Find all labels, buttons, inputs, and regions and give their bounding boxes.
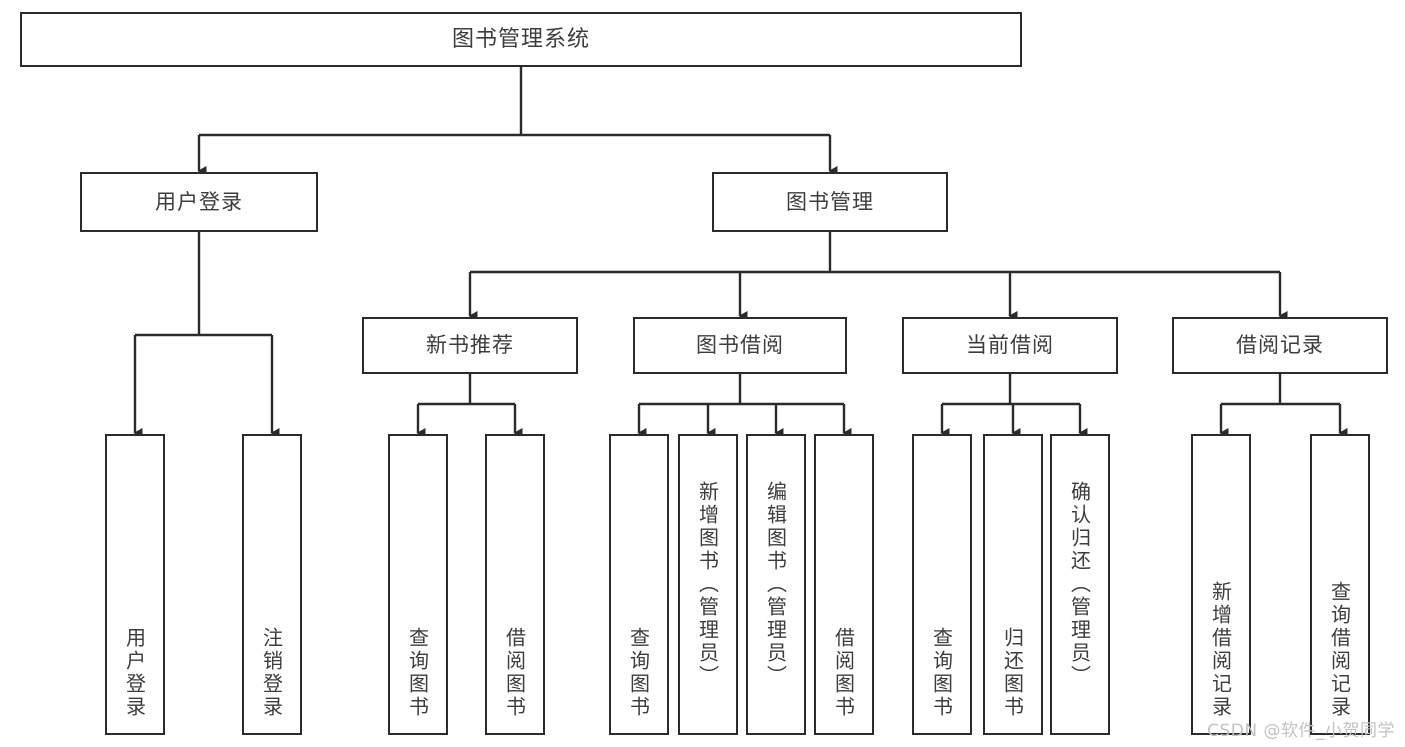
node-label-leaf-borrow-query: 查询图书 bbox=[626, 627, 651, 719]
node-leaf-cur-confirm[interactable]: 确认归还（管理员） bbox=[1050, 434, 1110, 735]
node-label-leaf-cur-confirm: 确认归还（管理员） bbox=[1067, 481, 1092, 688]
node-leaf-user-logout[interactable]: 注销登录 bbox=[242, 434, 302, 735]
node-label-current-borrow: 当前借阅 bbox=[966, 333, 1054, 358]
node-label-root: 图书管理系统 bbox=[451, 26, 590, 52]
node-borrow-record[interactable]: 借阅记录 bbox=[1172, 317, 1388, 374]
node-leaf-rec-query[interactable]: 查询图书 bbox=[388, 434, 448, 735]
node-user-login[interactable]: 用户登录 bbox=[80, 172, 318, 232]
node-label-leaf-borrow-do: 借阅图书 bbox=[831, 627, 856, 719]
node-new-book-rec[interactable]: 新书推荐 bbox=[362, 317, 578, 374]
node-leaf-borrow-add[interactable]: 新增图书（管理员） bbox=[678, 434, 738, 735]
node-label-leaf-rec-add: 新增借阅记录 bbox=[1208, 581, 1233, 719]
node-label-leaf-cur-return: 归还图书 bbox=[1000, 627, 1025, 719]
node-current-borrow[interactable]: 当前借阅 bbox=[902, 317, 1118, 374]
node-label-leaf-cur-query: 查询图书 bbox=[929, 627, 954, 719]
node-leaf-borrow-do[interactable]: 借阅图书 bbox=[814, 434, 874, 735]
node-root[interactable]: 图书管理系统 bbox=[20, 12, 1022, 67]
node-label-book-manage: 图书管理 bbox=[786, 189, 874, 214]
node-book-manage[interactable]: 图书管理 bbox=[712, 172, 948, 232]
node-leaf-cur-query[interactable]: 查询图书 bbox=[912, 434, 972, 735]
node-label-new-book-rec: 新书推荐 bbox=[426, 333, 514, 358]
node-label-leaf-rec-query2: 查询借阅记录 bbox=[1327, 581, 1352, 719]
node-label-book-borrow: 图书借阅 bbox=[696, 333, 784, 358]
node-leaf-borrow-edit[interactable]: 编辑图书（管理员） bbox=[746, 434, 806, 735]
node-label-leaf-rec-query: 查询图书 bbox=[405, 627, 430, 719]
node-label-leaf-borrow-add: 新增图书（管理员） bbox=[695, 481, 720, 688]
node-leaf-rec-query2[interactable]: 查询借阅记录 bbox=[1310, 434, 1370, 735]
node-leaf-user-login[interactable]: 用户登录 bbox=[105, 434, 165, 735]
node-leaf-cur-return[interactable]: 归还图书 bbox=[983, 434, 1043, 735]
node-leaf-borrow-query[interactable]: 查询图书 bbox=[609, 434, 669, 735]
node-label-leaf-user-login: 用户登录 bbox=[122, 627, 147, 719]
node-leaf-rec-add[interactable]: 新增借阅记录 bbox=[1191, 434, 1251, 735]
node-label-borrow-record: 借阅记录 bbox=[1236, 333, 1324, 358]
node-label-leaf-user-logout: 注销登录 bbox=[259, 627, 284, 719]
node-label-user-login: 用户登录 bbox=[155, 189, 243, 214]
node-label-leaf-borrow-edit: 编辑图书（管理员） bbox=[763, 481, 788, 688]
node-book-borrow[interactable]: 图书借阅 bbox=[633, 317, 847, 374]
node-leaf-rec-borrow[interactable]: 借阅图书 bbox=[485, 434, 545, 735]
node-label-leaf-rec-borrow: 借阅图书 bbox=[502, 627, 527, 719]
